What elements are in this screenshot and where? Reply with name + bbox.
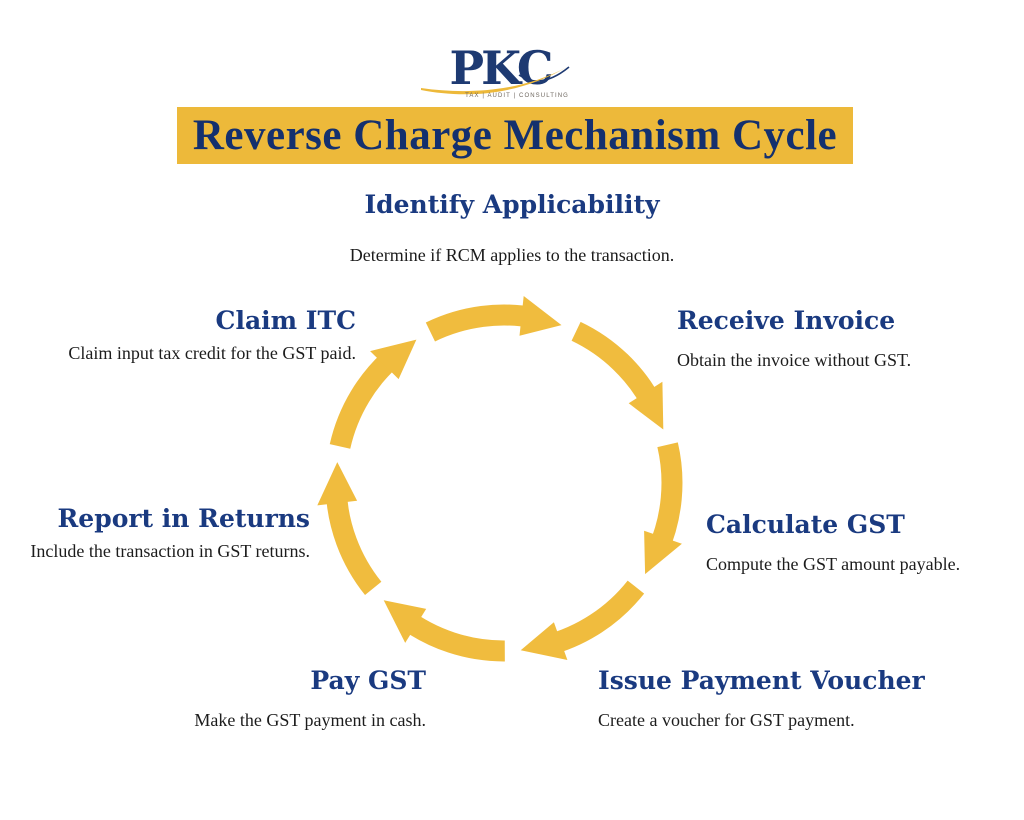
step-label: Receive Invoice <box>677 306 896 335</box>
cycle-arrowhead <box>644 530 682 575</box>
step-description: Make the GST payment in cash. <box>194 710 426 730</box>
step-label: Identify Applicability <box>364 190 660 219</box>
step-label: Calculate GST <box>706 510 905 539</box>
title-banner: Reverse Charge Mechanism Cycle <box>177 107 853 164</box>
step-report-in-returns: Report in Returns Include the transactio… <box>30 504 310 563</box>
cycle-arrow-segment <box>329 347 403 449</box>
step-description: Claim input tax credit for the GST paid. <box>68 343 356 363</box>
cycle-arrow-segment <box>543 580 645 656</box>
pkc-logo-tagline: TAX | AUDIT | CONSULTING <box>465 93 569 99</box>
cycle-arrowhead <box>317 462 358 506</box>
step-description: Include the transaction in GST returns. <box>30 541 310 561</box>
cycle-arrows <box>317 296 683 662</box>
cycle-arrowhead <box>520 622 568 660</box>
step-label: Claim ITC <box>215 306 356 335</box>
step-label: Report in Returns <box>57 504 310 533</box>
pkc-logo: PKC TAX | AUDIT | CONSULTING <box>421 44 570 99</box>
step-pay-gst: Pay GST Make the GST payment in cash. <box>126 666 426 732</box>
cycle-arrow-segment <box>397 609 505 662</box>
step-claim-itc: Claim ITC Claim input tax credit for the… <box>66 306 356 365</box>
cycle-arrow-segment <box>571 321 663 411</box>
cycle-arrow-segment <box>325 487 382 595</box>
step-description: Obtain the invoice without GST. <box>677 350 912 370</box>
cycle-arrowhead <box>628 381 664 430</box>
cycle-arrowhead <box>370 339 417 380</box>
step-identify-applicability: Identify Applicability Determine if RCM … <box>212 190 812 267</box>
step-description: Determine if RCM applies to the transact… <box>349 245 675 265</box>
cycle-arrowhead <box>383 600 427 643</box>
pkc-logo-c-swash <box>518 66 570 82</box>
pkc-logo-swoosh <box>421 67 567 95</box>
step-description: Compute the GST amount payable. <box>706 554 961 574</box>
pkc-logo-text: PKC <box>450 44 552 95</box>
step-description: Create a voucher for GST payment. <box>598 710 855 730</box>
step-label: Pay GST <box>310 666 426 695</box>
step-issue-payment-voucher: Issue Payment Voucher Create a voucher f… <box>598 666 948 732</box>
cycle-arrow-segment <box>647 442 683 556</box>
step-receive-invoice: Receive Invoice Obtain the invoice witho… <box>677 306 1007 372</box>
page-title: Reverse Charge Mechanism Cycle <box>192 112 838 159</box>
step-calculate-gst: Calculate GST Compute the GST amount pay… <box>706 510 1024 576</box>
cycle-arrowhead <box>519 296 562 336</box>
step-label: Issue Payment Voucher <box>598 666 925 695</box>
